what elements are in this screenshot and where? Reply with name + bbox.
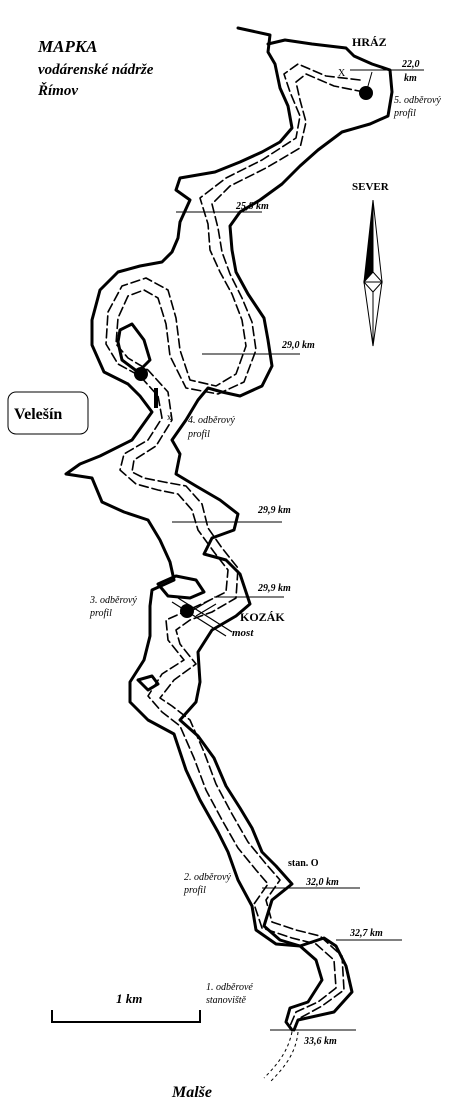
profile-4-marker bbox=[154, 388, 158, 408]
label-km-25-8: 25,8 km bbox=[235, 201, 269, 212]
label-profile-4-line1: 4. odběrový bbox=[188, 415, 235, 426]
reservoir-bank-east bbox=[170, 38, 394, 1032]
scale-bar-label: 1 km bbox=[116, 991, 142, 1006]
reservoir-inlet-south bbox=[136, 674, 160, 692]
sampling-point-4 bbox=[134, 367, 148, 381]
town-velesin-box bbox=[7, 391, 89, 435]
map-subtitle-1: vodárenské nádrže bbox=[38, 62, 154, 78]
label-profile-5-line2: profil bbox=[393, 108, 416, 119]
label-profile-1-line2: stanoviště bbox=[206, 995, 247, 1006]
label-profile-3-line1: 3. odběrový bbox=[89, 595, 137, 606]
label-most: most bbox=[232, 627, 254, 639]
label-km-29-0: 29,0 km bbox=[281, 340, 315, 351]
sampling-point-5-leader bbox=[365, 71, 373, 94]
river-malse-label: Malše bbox=[171, 1084, 212, 1101]
profile-4-x: x bbox=[167, 412, 172, 422]
label-kozak: KOZÁK bbox=[240, 610, 285, 624]
label-km-22-0: 22,0 bbox=[401, 59, 420, 70]
channel-line-a bbox=[105, 63, 361, 1027]
label-profile-3-line2: profil bbox=[89, 608, 112, 619]
map-title: MAPKA bbox=[37, 37, 98, 56]
reservoir-bank-west bbox=[64, 26, 324, 1032]
label-km-32-0: 32,0 km bbox=[305, 877, 339, 888]
label-km-22-0-unit: km bbox=[404, 73, 417, 84]
river-malse-inflow-2 bbox=[269, 1031, 299, 1083]
label-km-32-7: 32,7 km bbox=[349, 928, 383, 939]
town-velesin-label: Velešín bbox=[14, 406, 62, 423]
label-stan-o: stan. O bbox=[288, 858, 319, 869]
river-malse-inflow bbox=[263, 1031, 293, 1079]
label-profile-4-line2: profil bbox=[187, 429, 210, 440]
north-label: SEVER bbox=[352, 181, 390, 193]
north-arrow-icon bbox=[363, 199, 383, 347]
label-profile-2-line1: 2. odběrový bbox=[184, 872, 231, 883]
kozak-bridge-line-1 bbox=[171, 601, 227, 637]
label-km-29-9a: 29,9 km bbox=[257, 505, 291, 516]
label-hraz: HRÁZ bbox=[352, 35, 387, 49]
label-km-29-9b: 29,9 km bbox=[257, 583, 291, 594]
label-km-33-6: 33,6 km bbox=[303, 1036, 337, 1047]
channel-line-b bbox=[115, 73, 365, 1019]
label-profile-5-line1: 5. odběrový bbox=[394, 95, 441, 106]
scale-bar bbox=[51, 1010, 201, 1023]
reservoir-inlet-velesin bbox=[116, 322, 152, 374]
kozak-bridge-line-4 bbox=[195, 603, 217, 617]
dam-marker-x: X bbox=[338, 68, 346, 79]
label-profile-1-line1: 1. odběrové bbox=[206, 982, 253, 993]
kozak-bridge-line-3 bbox=[189, 599, 211, 613]
reservoir-inlet-kozak bbox=[156, 574, 206, 600]
map-subtitle-2: Římov bbox=[37, 82, 78, 99]
label-profile-2-line2: profil bbox=[183, 885, 206, 896]
kozak-bridge-line-2 bbox=[177, 597, 233, 633]
